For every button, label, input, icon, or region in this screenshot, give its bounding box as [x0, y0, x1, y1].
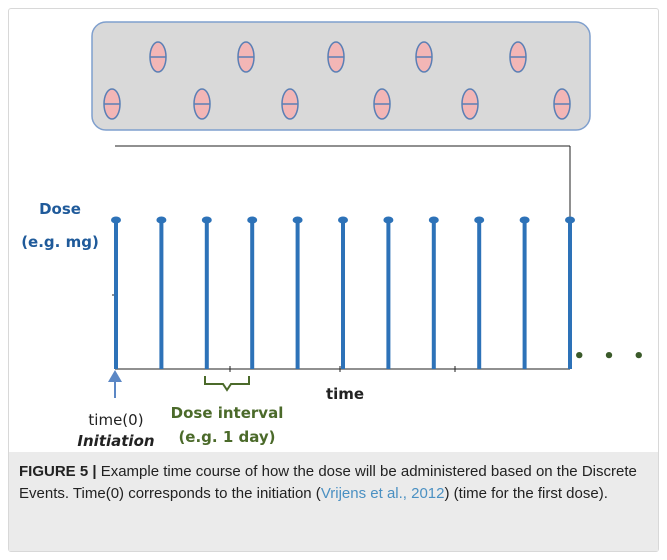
origin-arrow-icon [108, 370, 122, 382]
pill-icon [461, 88, 479, 120]
caption-citation-link[interactable]: Vrijens et al., 2012 [320, 485, 445, 502]
caption-text-part1: Example time course of how the dose will… [19, 463, 637, 502]
origin-label: time(0) [88, 411, 143, 429]
dose-event [519, 216, 530, 369]
caption-text-part2: ) (time for the first dose). [444, 485, 608, 502]
dose-event [156, 216, 167, 369]
dose-event [292, 216, 303, 369]
caption-background [9, 452, 658, 551]
dose-event [247, 216, 258, 369]
figure-diagram: Dose (e.g. mg) • • • time time(0) Initia… [21, 21, 650, 450]
caption-figure-label: FIGURE 5 | [19, 463, 97, 480]
pills [103, 41, 571, 120]
pill-icon [237, 41, 255, 73]
pill-icon [281, 88, 299, 120]
dose-event [474, 216, 485, 369]
pill-icon [415, 41, 433, 73]
dose-event [111, 216, 121, 369]
interval-label-line2: (e.g. 1 day) [178, 428, 275, 446]
interval-label-line1: Dose interval [171, 404, 284, 422]
pill-icon [103, 88, 121, 120]
dose-event [565, 216, 575, 369]
pill-icon [193, 88, 211, 120]
dose-event [383, 216, 394, 369]
figure-caption: FIGURE 5 | Example time course of how th… [19, 461, 649, 505]
pill-icon [509, 41, 527, 73]
dose-label-line2: (e.g. mg) [21, 233, 99, 251]
dose-event [428, 216, 439, 369]
initiation-label: Initiation [77, 432, 154, 450]
dose-event [338, 216, 348, 369]
dose-events [111, 216, 575, 369]
pill-icon [327, 41, 345, 73]
pill-icon [553, 88, 571, 120]
dose-event [201, 216, 212, 369]
time-axis-label: time [326, 385, 364, 403]
pill-icon [373, 88, 391, 120]
pill-icon [149, 41, 167, 73]
continuation-ellipsis: • • • [573, 346, 650, 367]
dose-interval-brace [204, 376, 250, 392]
pill-tray [91, 21, 591, 131]
dose-label-line1: Dose [39, 200, 81, 218]
